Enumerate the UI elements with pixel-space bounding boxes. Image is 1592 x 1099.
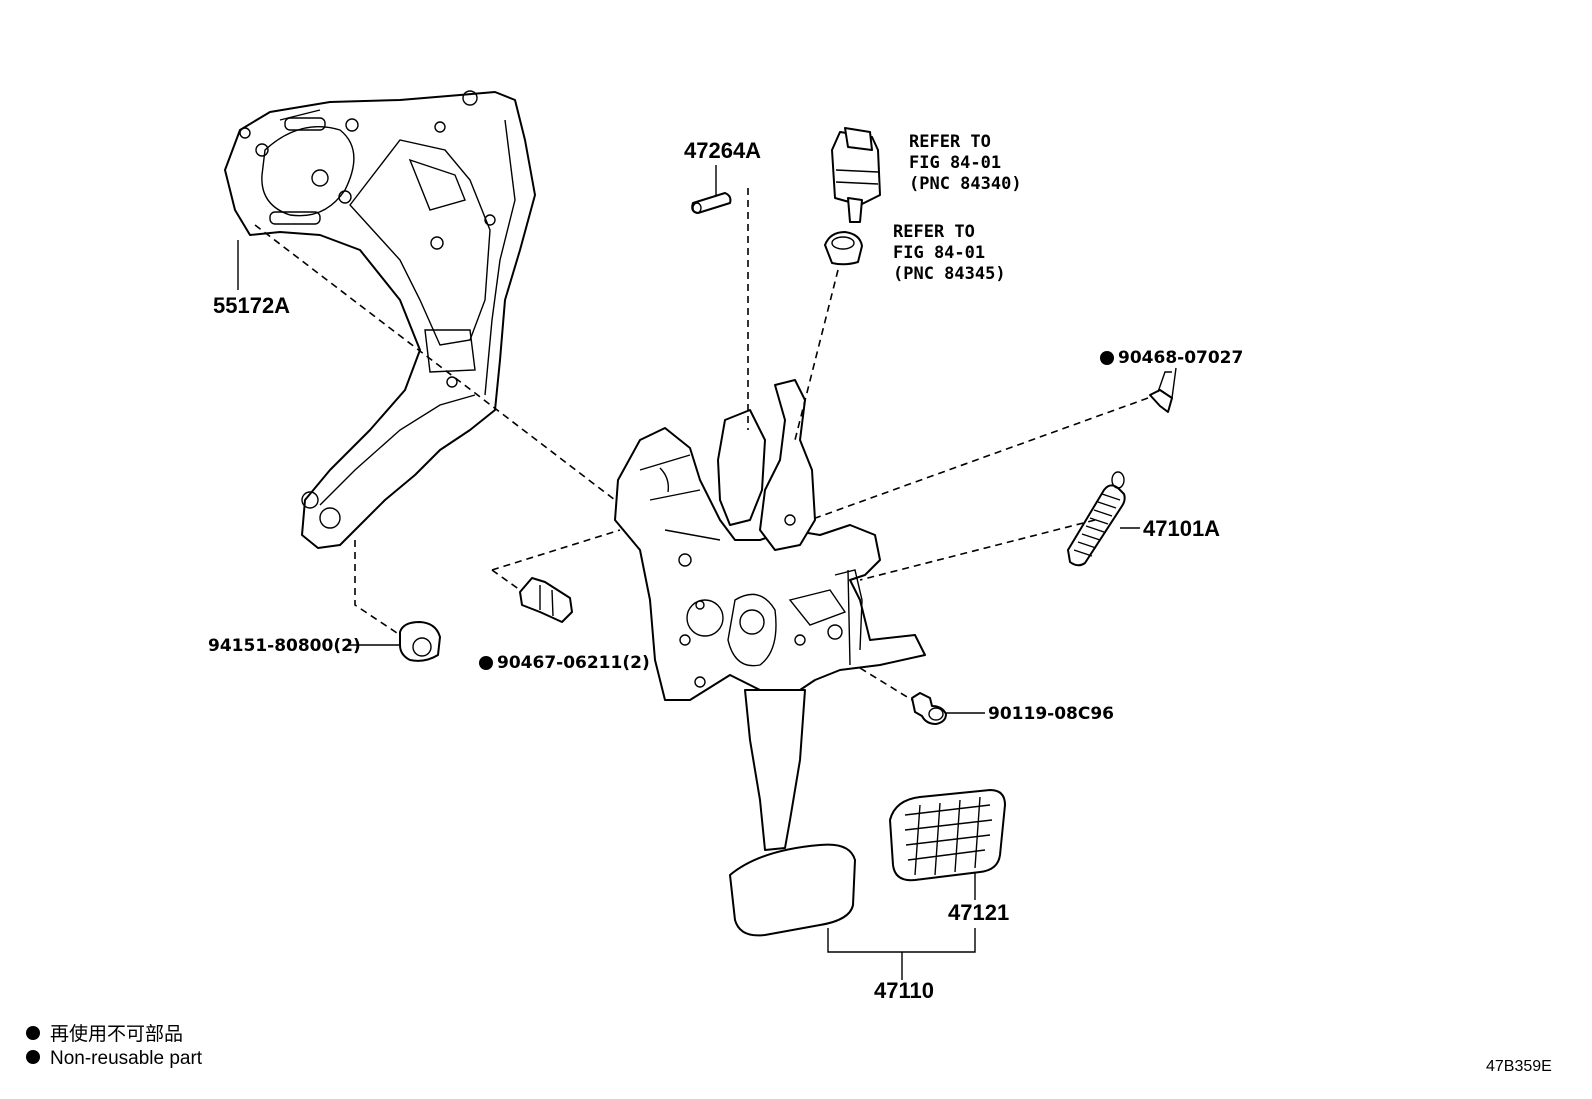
legend-line-1: 再使用不可部品 xyxy=(50,1023,183,1045)
label-pin: 47264A xyxy=(684,138,761,163)
refer-note-switch: REFER TO FIG 84-01 (PNC 84340) xyxy=(909,132,1022,194)
label-cushion: 94151-80800(2) xyxy=(208,636,361,656)
legend-dot-1 xyxy=(26,1026,40,1040)
connection-lines xyxy=(254,188,1149,701)
return-spring-part xyxy=(1067,471,1126,567)
non-reusable-marker-clip xyxy=(1100,351,1114,365)
bolt-part xyxy=(911,692,947,725)
refer-note-nut: REFER TO FIG 84-01 (PNC 84345) xyxy=(893,222,1006,284)
non-reusable-marker-clamp xyxy=(479,656,493,670)
refer2-line2: FIG 84-01 xyxy=(893,243,985,263)
refer1-line2: FIG 84-01 xyxy=(909,153,1001,173)
bracket-part xyxy=(224,90,536,549)
label-clip: 90468-07027 xyxy=(1118,348,1243,368)
legend-line-2: Non-reusable part xyxy=(50,1048,203,1069)
label-pad: 47121 xyxy=(948,900,1009,925)
legend: 再使用不可部品 Non-reusable part xyxy=(26,1023,203,1069)
label-bolt: 90119-08C96 xyxy=(988,704,1114,724)
label-spring: 47101A xyxy=(1143,516,1220,541)
pedal-pad-part xyxy=(889,789,1006,882)
label-clamp: 90467-06211(2) xyxy=(497,653,650,673)
pedal-arm xyxy=(729,689,856,937)
switch-nut-part xyxy=(824,231,863,266)
stop-lamp-switch-part xyxy=(831,127,881,223)
label-bracket: 55172A xyxy=(213,293,290,318)
refer1-line3: (PNC 84340) xyxy=(909,174,1022,194)
figure-code: 47B359E xyxy=(1486,1058,1552,1075)
clip-part xyxy=(1149,371,1173,413)
label-pedal: 47110 xyxy=(874,978,934,1003)
refer2-line1: REFER TO xyxy=(893,222,975,242)
pin-part xyxy=(691,192,732,214)
pedal-bracket-assembly xyxy=(614,379,926,701)
leader-lines xyxy=(237,165,1177,980)
refer1-line1: REFER TO xyxy=(909,132,991,152)
refer2-line3: (PNC 84345) xyxy=(893,264,1006,284)
legend-dot-2 xyxy=(26,1050,40,1064)
clamp-part xyxy=(519,577,573,623)
cushion-part xyxy=(399,621,441,662)
